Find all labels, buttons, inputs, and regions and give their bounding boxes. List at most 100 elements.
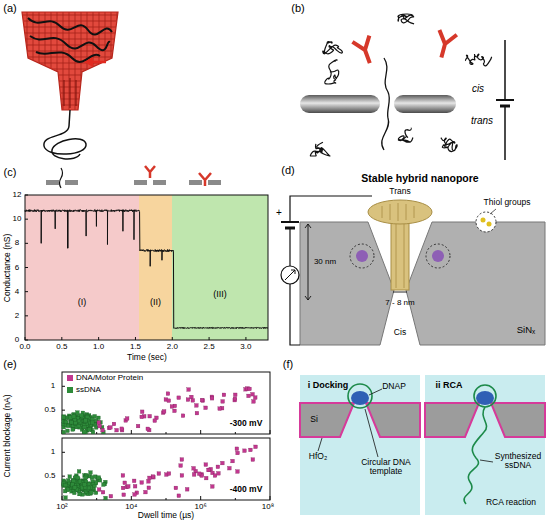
protein-arm xyxy=(352,36,378,67)
origami-illustration xyxy=(22,12,118,159)
axis-tick: 10⁶ xyxy=(195,503,207,512)
protein-strand xyxy=(382,203,414,288)
tick-mark xyxy=(235,432,236,434)
region-label: (I) xyxy=(78,298,87,308)
state-icons xyxy=(46,166,221,188)
tick-mark xyxy=(166,498,167,500)
data-point xyxy=(70,420,74,424)
data-point xyxy=(125,417,129,421)
axis-title: Conductance (nS) xyxy=(3,234,12,303)
panel-letter: (a) xyxy=(3,2,16,14)
axis-tick: 1.5 xyxy=(130,343,141,352)
data-point xyxy=(207,468,211,472)
axis-tick: 6 xyxy=(15,263,19,272)
data-point xyxy=(151,475,155,479)
arrow-head xyxy=(84,57,93,67)
data-point xyxy=(236,470,240,474)
data-point xyxy=(235,447,239,451)
data-point xyxy=(72,415,76,419)
data-point xyxy=(204,476,208,480)
polymerase xyxy=(476,391,494,405)
data-point xyxy=(120,427,124,431)
data-point xyxy=(146,427,150,431)
data-point xyxy=(83,430,87,434)
membrane-bar xyxy=(65,180,78,185)
dna-coil xyxy=(398,14,414,24)
tick-mark xyxy=(62,496,63,500)
data-point xyxy=(136,424,140,428)
tick-mark xyxy=(131,496,132,500)
data-point xyxy=(254,445,258,449)
tick-mark xyxy=(62,452,65,453)
panel-heading: ii RCA xyxy=(436,381,463,391)
data-point xyxy=(243,449,247,453)
data-point xyxy=(228,466,232,470)
legend-swatch xyxy=(67,375,73,381)
data-point xyxy=(77,480,81,484)
protein-symbol xyxy=(199,173,211,186)
battery-plate xyxy=(500,105,510,108)
axis-title: Current blockage (nA) xyxy=(3,394,12,477)
thiol-group xyxy=(432,250,444,262)
dimension-line xyxy=(305,224,311,300)
data-point xyxy=(88,428,92,432)
data-point xyxy=(62,430,66,434)
axis-title: Time (sec) xyxy=(127,353,167,362)
axis-tick: 1 xyxy=(51,448,55,457)
data-point xyxy=(217,472,221,476)
data-point xyxy=(66,424,70,428)
data-point xyxy=(82,430,86,434)
data-point xyxy=(252,400,256,404)
axis-tick: 2.5 xyxy=(204,343,215,352)
axis-tick: 2 xyxy=(15,311,19,320)
plot-frame xyxy=(62,372,270,434)
data-point xyxy=(84,419,88,423)
membrane-bar xyxy=(134,180,147,185)
axis-tick: 0 xyxy=(15,336,19,345)
protein-symbol xyxy=(433,30,457,60)
data-point xyxy=(231,459,235,463)
wire xyxy=(290,196,372,345)
data-point xyxy=(123,481,127,485)
data-point xyxy=(192,466,196,470)
data-point xyxy=(97,488,101,492)
battery-plate xyxy=(285,227,295,230)
data-point xyxy=(192,473,196,477)
data-point xyxy=(147,486,151,490)
data-point xyxy=(90,491,94,495)
legend-swatch xyxy=(67,387,73,393)
data-point xyxy=(195,411,199,415)
data-point xyxy=(72,479,76,483)
protein-stem xyxy=(391,218,409,290)
dna-coil xyxy=(441,138,457,152)
voltage-label: -400 mV xyxy=(230,485,263,494)
data-point xyxy=(216,465,220,469)
membrane-bar xyxy=(46,180,59,185)
polarity-sign: + xyxy=(276,207,282,218)
data-point xyxy=(140,415,144,419)
axis-tick: 0.5 xyxy=(44,472,55,481)
tick-mark xyxy=(25,267,28,268)
part-label: RCA reaction xyxy=(486,498,536,507)
thiol-group xyxy=(356,250,368,262)
data-point xyxy=(251,458,255,462)
data-point xyxy=(72,479,76,483)
data-point xyxy=(79,480,83,484)
tick-mark xyxy=(200,496,201,500)
data-point xyxy=(218,407,222,411)
data-point xyxy=(74,421,78,425)
side-label: trans xyxy=(471,115,493,126)
data-point xyxy=(109,426,113,430)
data-point xyxy=(200,398,204,402)
data-point xyxy=(148,476,152,480)
side-label: Cis xyxy=(394,328,406,337)
data-point xyxy=(153,419,157,423)
data-point xyxy=(180,458,184,462)
tick-mark xyxy=(96,498,97,500)
axis-tick: 0.5 xyxy=(44,406,55,415)
dimension-label: 7 - 8 nm xyxy=(385,299,414,308)
data-point xyxy=(69,420,73,424)
part-label: DNAP xyxy=(382,382,406,391)
data-point xyxy=(73,491,77,495)
